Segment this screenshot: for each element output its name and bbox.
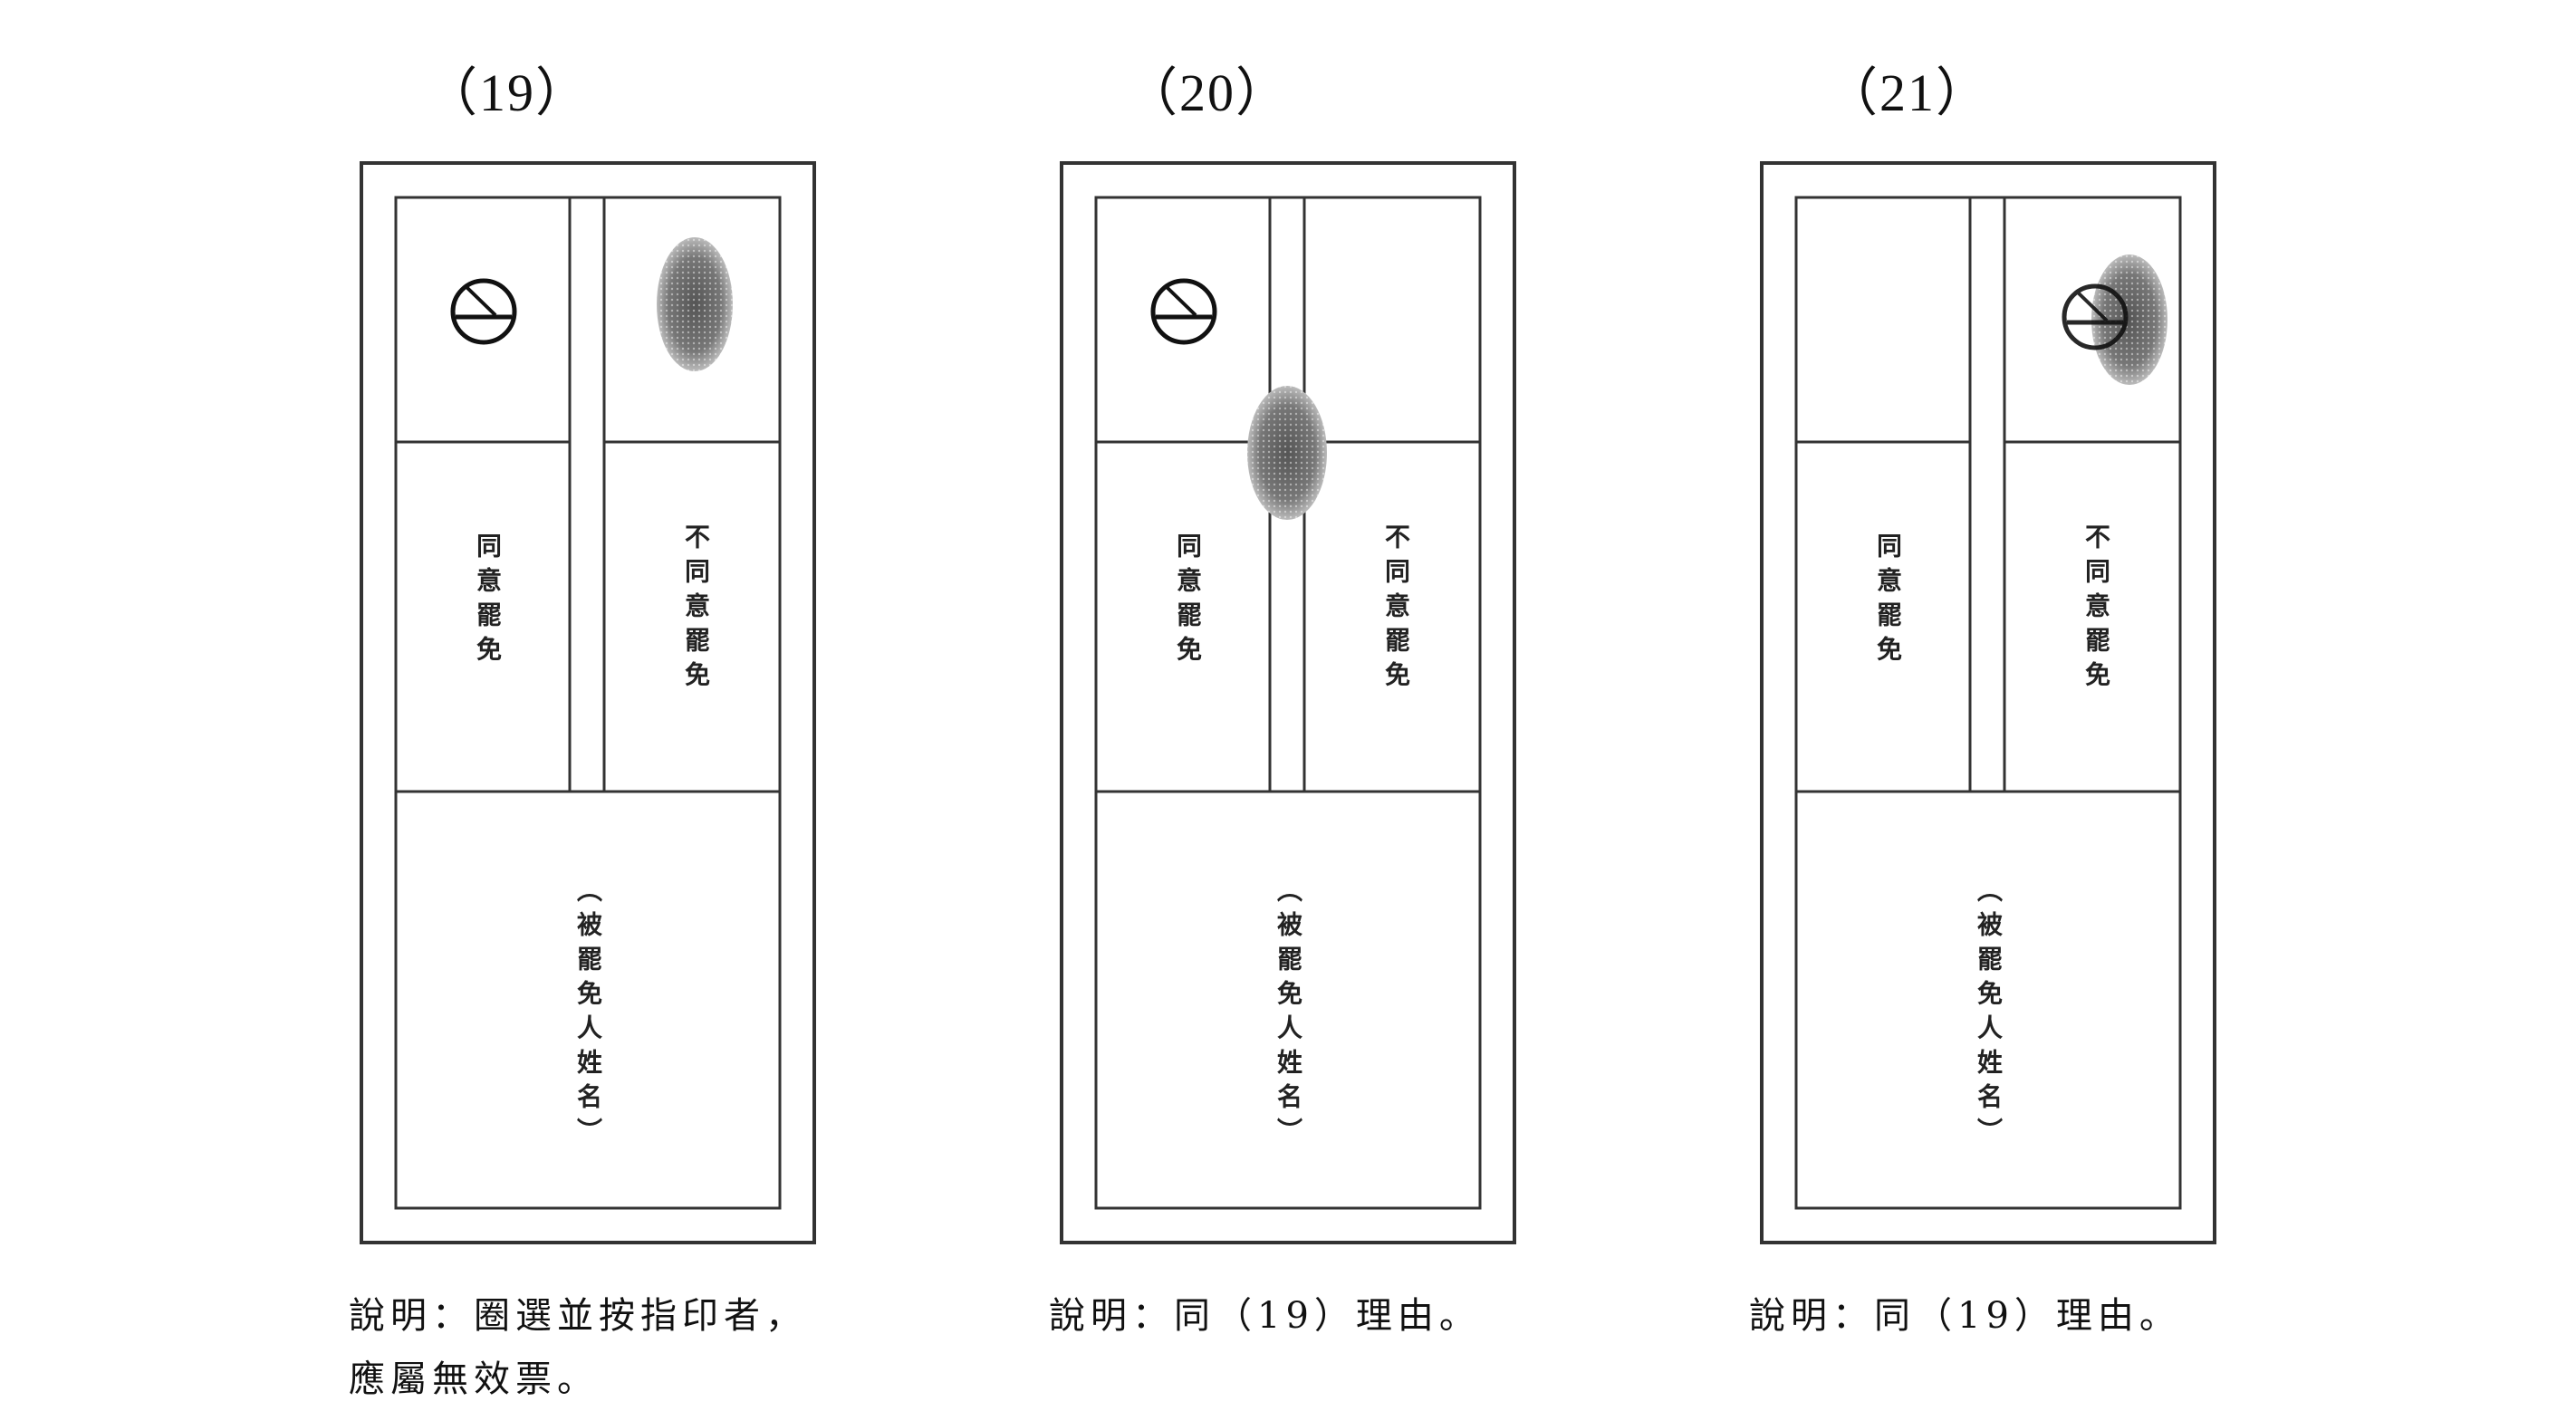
circle-stamp-icon: [2062, 283, 2129, 350]
ballot-drawing: [1760, 161, 2216, 1244]
candidate-name-label: （被罷免人姓名）: [1974, 877, 2004, 1152]
ballot-outer-border: [1060, 161, 1516, 1244]
caption-line: 說明：同（19）理由。: [1749, 1295, 2181, 1337]
panel-19: （19）: [254, 0, 942, 1400]
agree-label: 同意罷免: [473, 533, 503, 670]
fingerprint-icon: [657, 237, 733, 371]
ballot: 同意罷免 不同意罷免 （被罷免人姓名）: [1060, 161, 1516, 1244]
caption-line: 應屬無效票。: [349, 1358, 599, 1400]
panel-21: （21）: [1654, 0, 2342, 1393]
ballot-inner-border: [1794, 196, 2182, 1210]
ballot-outer-border: [360, 161, 816, 1244]
candidate-name-label: （被罷免人姓名）: [1274, 877, 1303, 1152]
fingerprint-icon: [2091, 254, 2167, 385]
ballot: 同意罷免 不同意罷免 （被罷免人姓名）: [1760, 161, 2216, 1244]
panel-number: （21）: [1824, 63, 1990, 122]
ballot-drawing: [1060, 161, 1516, 1244]
circle-stamp-icon: [450, 278, 517, 345]
ballot-drawing: [360, 161, 816, 1244]
caption: 說明：同（19）理由。: [1049, 1284, 1481, 1348]
agree-label: 同意罷免: [1873, 533, 1903, 670]
disagree-label: 不同意罷免: [681, 523, 711, 696]
ballot-inner-border: [1094, 196, 1482, 1210]
caption-line: 說明：同（19）理由。: [1049, 1295, 1481, 1337]
caption-line: 說明：圈選並按指印者，: [349, 1295, 807, 1337]
agree-label: 同意罷免: [1173, 533, 1203, 670]
caption: 說明：圈選並按指印者， 應屬無效票。: [349, 1284, 807, 1411]
panel-number: （20）: [1124, 63, 1290, 122]
ballot: 同意罷免 不同意罷免 （被罷免人姓名）: [360, 161, 816, 1244]
fingerprint-icon: [1247, 386, 1327, 520]
disagree-label: 不同意罷免: [1381, 523, 1411, 696]
panel-number: （19）: [424, 63, 590, 122]
ballot-inner-border: [394, 196, 782, 1210]
candidate-name-label: （被罷免人姓名）: [573, 877, 603, 1152]
disagree-label: 不同意罷免: [2081, 523, 2111, 696]
panel-20: （20）: [954, 0, 1642, 1393]
caption: 說明：同（19）理由。: [1749, 1284, 2181, 1348]
circle-stamp-icon: [1150, 278, 1217, 345]
